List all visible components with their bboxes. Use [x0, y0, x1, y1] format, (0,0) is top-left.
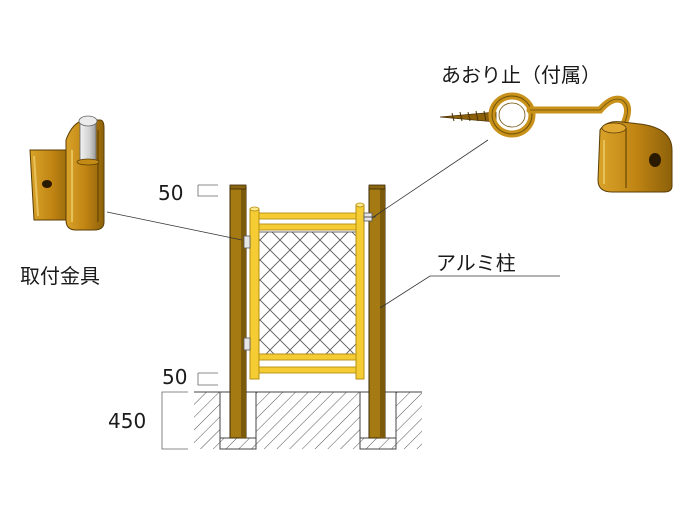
- label-hinge: 取付金具: [20, 264, 100, 288]
- leader-hinge: [106, 211, 243, 241]
- label-post: アルミ柱: [436, 251, 516, 275]
- leader-hook: [371, 139, 489, 219]
- dim-top-value: 50: [158, 181, 183, 205]
- ground-section: [194, 391, 422, 450]
- gate-mesh-panel: [258, 231, 357, 355]
- right-foundation-base: [359, 437, 397, 450]
- hinge-bracket-icon: [29, 115, 105, 231]
- leader-post: [379, 275, 560, 309]
- dim-depth-value: 450: [108, 409, 146, 433]
- hook-and-eye-icon: [439, 92, 673, 193]
- right-post: [368, 184, 386, 439]
- left-foundation-base: [219, 437, 257, 450]
- left-post: [229, 184, 247, 439]
- dim-bottom-value: 50: [162, 365, 187, 389]
- gate-door: [249, 202, 365, 380]
- dimension-bottom: [197, 372, 218, 386]
- leader-lines: [106, 139, 560, 309]
- label-hook: あおり止（付属）: [441, 63, 601, 87]
- hinge-lower: [243, 337, 251, 351]
- dimension-top: [197, 184, 218, 197]
- dimension-depth: [161, 391, 188, 450]
- hinge-upper: [243, 235, 251, 249]
